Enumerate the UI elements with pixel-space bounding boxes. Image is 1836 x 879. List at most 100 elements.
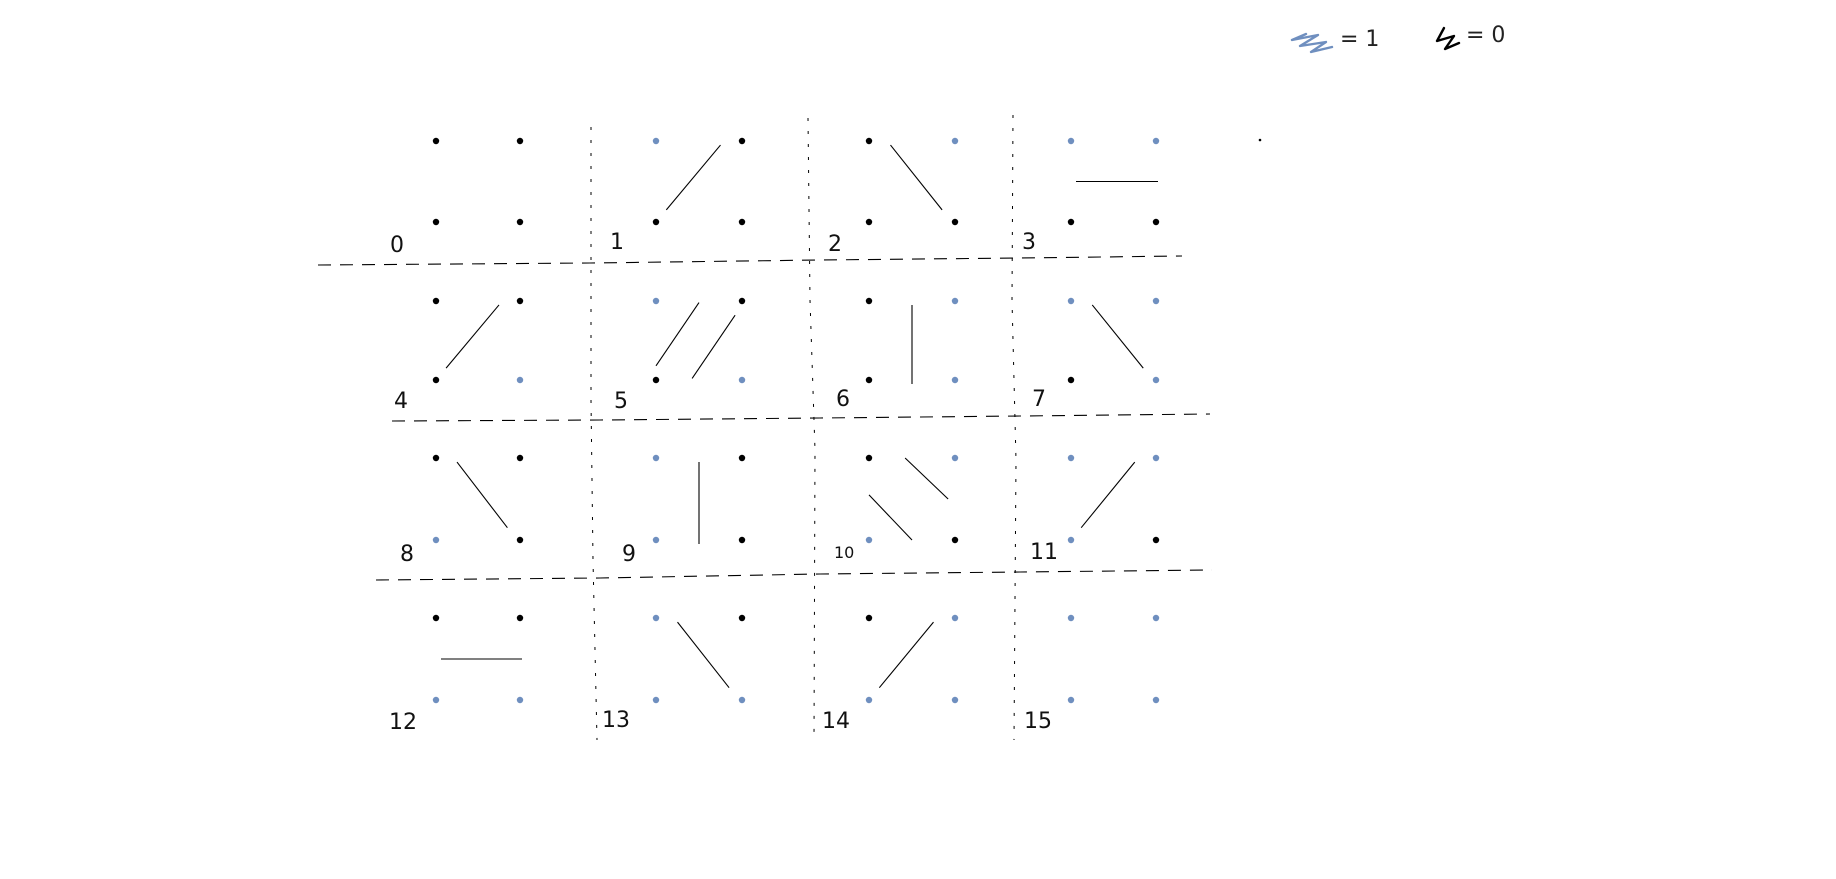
corner-dot-bottom-left [1067, 536, 1075, 544]
corner-dot-bottom-right [1152, 536, 1160, 544]
corner-dot-top-right [738, 454, 746, 462]
corner-dot-bottom-left [432, 696, 440, 704]
contour-segment-1 [677, 621, 730, 689]
case-label-13: 13 [602, 708, 630, 733]
stray-dot [1258, 138, 1262, 142]
case-label-3: 3 [1022, 230, 1036, 255]
case-cell-9 [652, 454, 746, 544]
horizontal-separator-2 [391, 413, 1211, 422]
corner-dot-top-left [865, 454, 873, 462]
contour-segment-1 [445, 304, 500, 369]
horizontal-separator-1 [317, 255, 1183, 266]
case-cell-2 [865, 137, 959, 226]
corner-dot-bottom-left [865, 696, 873, 704]
case-cell-11 [1067, 454, 1160, 544]
corner-dot-top-left [652, 454, 660, 462]
corner-dot-top-left [865, 614, 873, 622]
case-label-14: 14 [822, 709, 850, 734]
corner-dot-top-right [738, 614, 746, 622]
corner-dot-bottom-right [1152, 696, 1160, 704]
corner-dot-top-left [865, 137, 873, 145]
case-cell-12 [432, 614, 524, 704]
case-cell-14 [865, 614, 959, 704]
corner-dot-bottom-right [951, 696, 959, 704]
corner-dot-bottom-right [738, 696, 746, 704]
horizontal-separator-3 [375, 569, 1213, 581]
legend-zero-text: = 0 [1466, 23, 1505, 48]
vertical-separator-1 [590, 127, 598, 741]
case-cell-6 [865, 297, 959, 384]
case-cell-13 [652, 614, 746, 704]
case-cell-3 [1067, 137, 1160, 226]
case-cell-8 [432, 454, 524, 544]
corner-dot-bottom-right [1152, 218, 1160, 226]
corner-dot-top-left [432, 614, 440, 622]
case-label-4: 4 [394, 389, 408, 414]
corner-dot-bottom-left [865, 376, 873, 384]
corner-dot-top-left [1067, 614, 1075, 622]
corner-dot-top-left [865, 297, 873, 305]
corner-dot-bottom-left [652, 218, 660, 226]
corner-dot-bottom-left [652, 376, 660, 384]
corner-dot-top-right [516, 614, 524, 622]
contour-segment-1 [456, 461, 508, 529]
corner-dot-top-left [1067, 297, 1075, 305]
corner-dot-top-right [516, 137, 524, 145]
case-label-6: 6 [836, 387, 850, 412]
corner-dot-top-right [738, 297, 746, 305]
case-label-11: 11 [1030, 540, 1058, 565]
case-label-1: 1 [610, 230, 624, 255]
corner-dot-top-left [1067, 137, 1075, 145]
corner-dot-top-right [738, 137, 746, 145]
corner-dot-bottom-right [738, 376, 746, 384]
contour-segment-1 [655, 302, 700, 367]
contour-segment-1 [878, 621, 934, 689]
corner-dot-bottom-left [432, 376, 440, 384]
case-cell-7 [1067, 297, 1160, 384]
corner-dot-bottom-right [951, 218, 959, 226]
corner-dot-top-right [516, 297, 524, 305]
corner-dot-bottom-right [516, 218, 524, 226]
contour-segment-2 [868, 494, 913, 541]
cells [432, 137, 1160, 704]
case-label-10: 10 [834, 543, 854, 562]
corner-dot-bottom-right [738, 536, 746, 544]
corner-dot-top-left [432, 454, 440, 462]
corner-dot-top-right [951, 137, 959, 145]
corner-dot-top-right [951, 297, 959, 305]
corner-dot-bottom-left [865, 536, 873, 544]
corner-dot-bottom-right [738, 218, 746, 226]
corner-dot-top-left [652, 297, 660, 305]
corner-dot-bottom-left [432, 218, 440, 226]
case-label-8: 8 [400, 542, 414, 567]
corner-dot-bottom-left [432, 536, 440, 544]
contour-segment-1 [665, 144, 721, 211]
corner-dot-top-left [652, 137, 660, 145]
legend-one-scribble [1290, 32, 1334, 54]
corner-dot-bottom-left [1067, 696, 1075, 704]
contour-segment-2 [691, 314, 736, 379]
case-label-7: 7 [1032, 387, 1046, 412]
corner-dot-bottom-left [652, 696, 660, 704]
contour-segment-1 [890, 144, 943, 211]
legend-one-text: = 1 [1340, 27, 1379, 52]
corner-dot-top-left [1067, 454, 1075, 462]
case-cell-15 [1067, 614, 1160, 704]
contour-segment-1 [1080, 461, 1136, 529]
corner-dot-bottom-right [951, 536, 959, 544]
case-label-5: 5 [614, 389, 628, 414]
legend-zero-scribble [1435, 26, 1461, 51]
corner-dot-top-right [1152, 614, 1160, 622]
corner-dot-bottom-left [865, 218, 873, 226]
corner-dot-bottom-right [951, 376, 959, 384]
case-label-0: 0 [390, 233, 404, 258]
vertical-separator-3 [1011, 114, 1017, 741]
case-label-2: 2 [828, 232, 842, 257]
case-cell-5 [652, 297, 746, 384]
grid-lines [317, 114, 1213, 741]
case-cell-10 [865, 454, 959, 544]
case-label-9: 9 [622, 542, 636, 567]
corner-dot-top-right [951, 614, 959, 622]
